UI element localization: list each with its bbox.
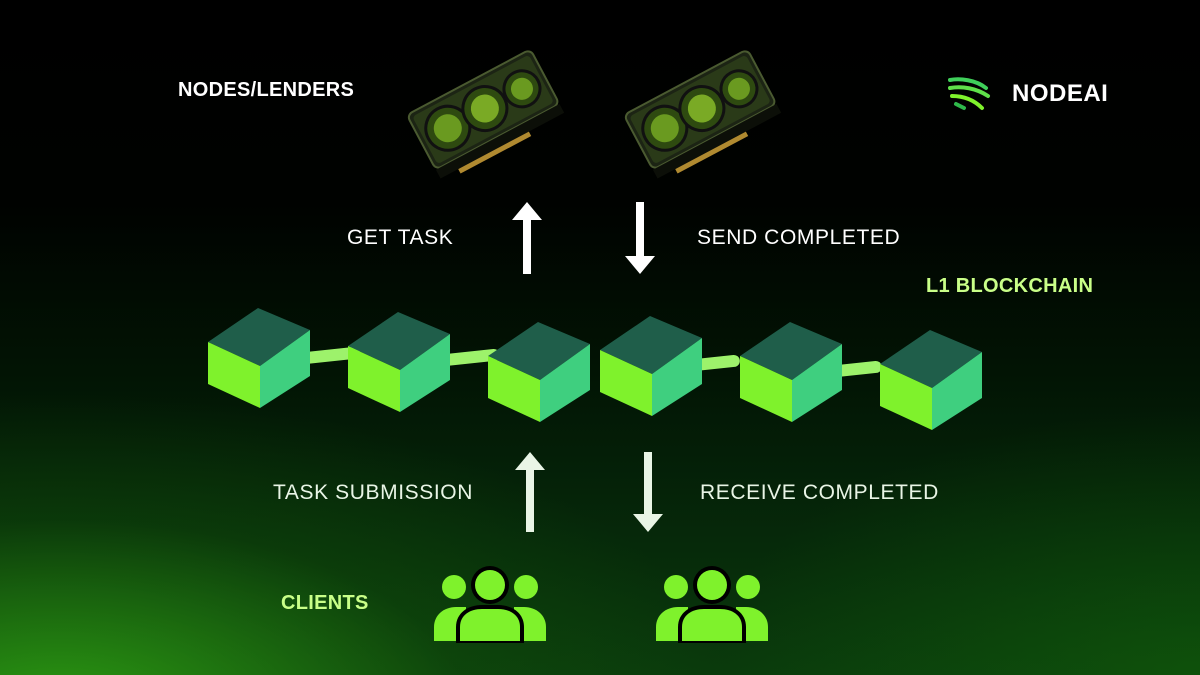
- arrow-up-icon: [515, 452, 545, 532]
- brand-logo: NODEAI: [946, 74, 1126, 114]
- gpu-card-icon: [624, 50, 782, 179]
- send-completed-label: SEND COMPLETED: [697, 226, 901, 249]
- task-submission-label: TASK SUBMISSION: [273, 481, 473, 504]
- receive-completed-label: RECEIVE COMPLETED: [700, 481, 939, 504]
- brand-name: NODEAI: [1012, 80, 1109, 107]
- block-cube: [488, 322, 590, 422]
- clients-label: CLIENTS: [281, 592, 369, 614]
- l1-blockchain-label: L1 BLOCKCHAIN: [926, 275, 1094, 297]
- block-cube: [600, 316, 702, 416]
- arrow-down-icon: [633, 452, 663, 532]
- arrow-down-icon: [625, 202, 655, 274]
- nodes-lenders-label: NODES/LENDERS: [178, 79, 355, 101]
- user-group-icon: [434, 566, 546, 643]
- block-cube: [740, 322, 842, 422]
- user-group-icon: [656, 566, 768, 643]
- block-cube: [348, 312, 450, 412]
- arrow-up-icon: [512, 202, 542, 274]
- block-cube: [208, 308, 310, 408]
- get-task-label: GET TASK: [347, 226, 454, 249]
- nodeai-logo-icon: [948, 77, 990, 110]
- block-cube: [880, 330, 982, 430]
- blockchain-chain: [208, 308, 982, 430]
- gpu-card-icon: [407, 50, 565, 179]
